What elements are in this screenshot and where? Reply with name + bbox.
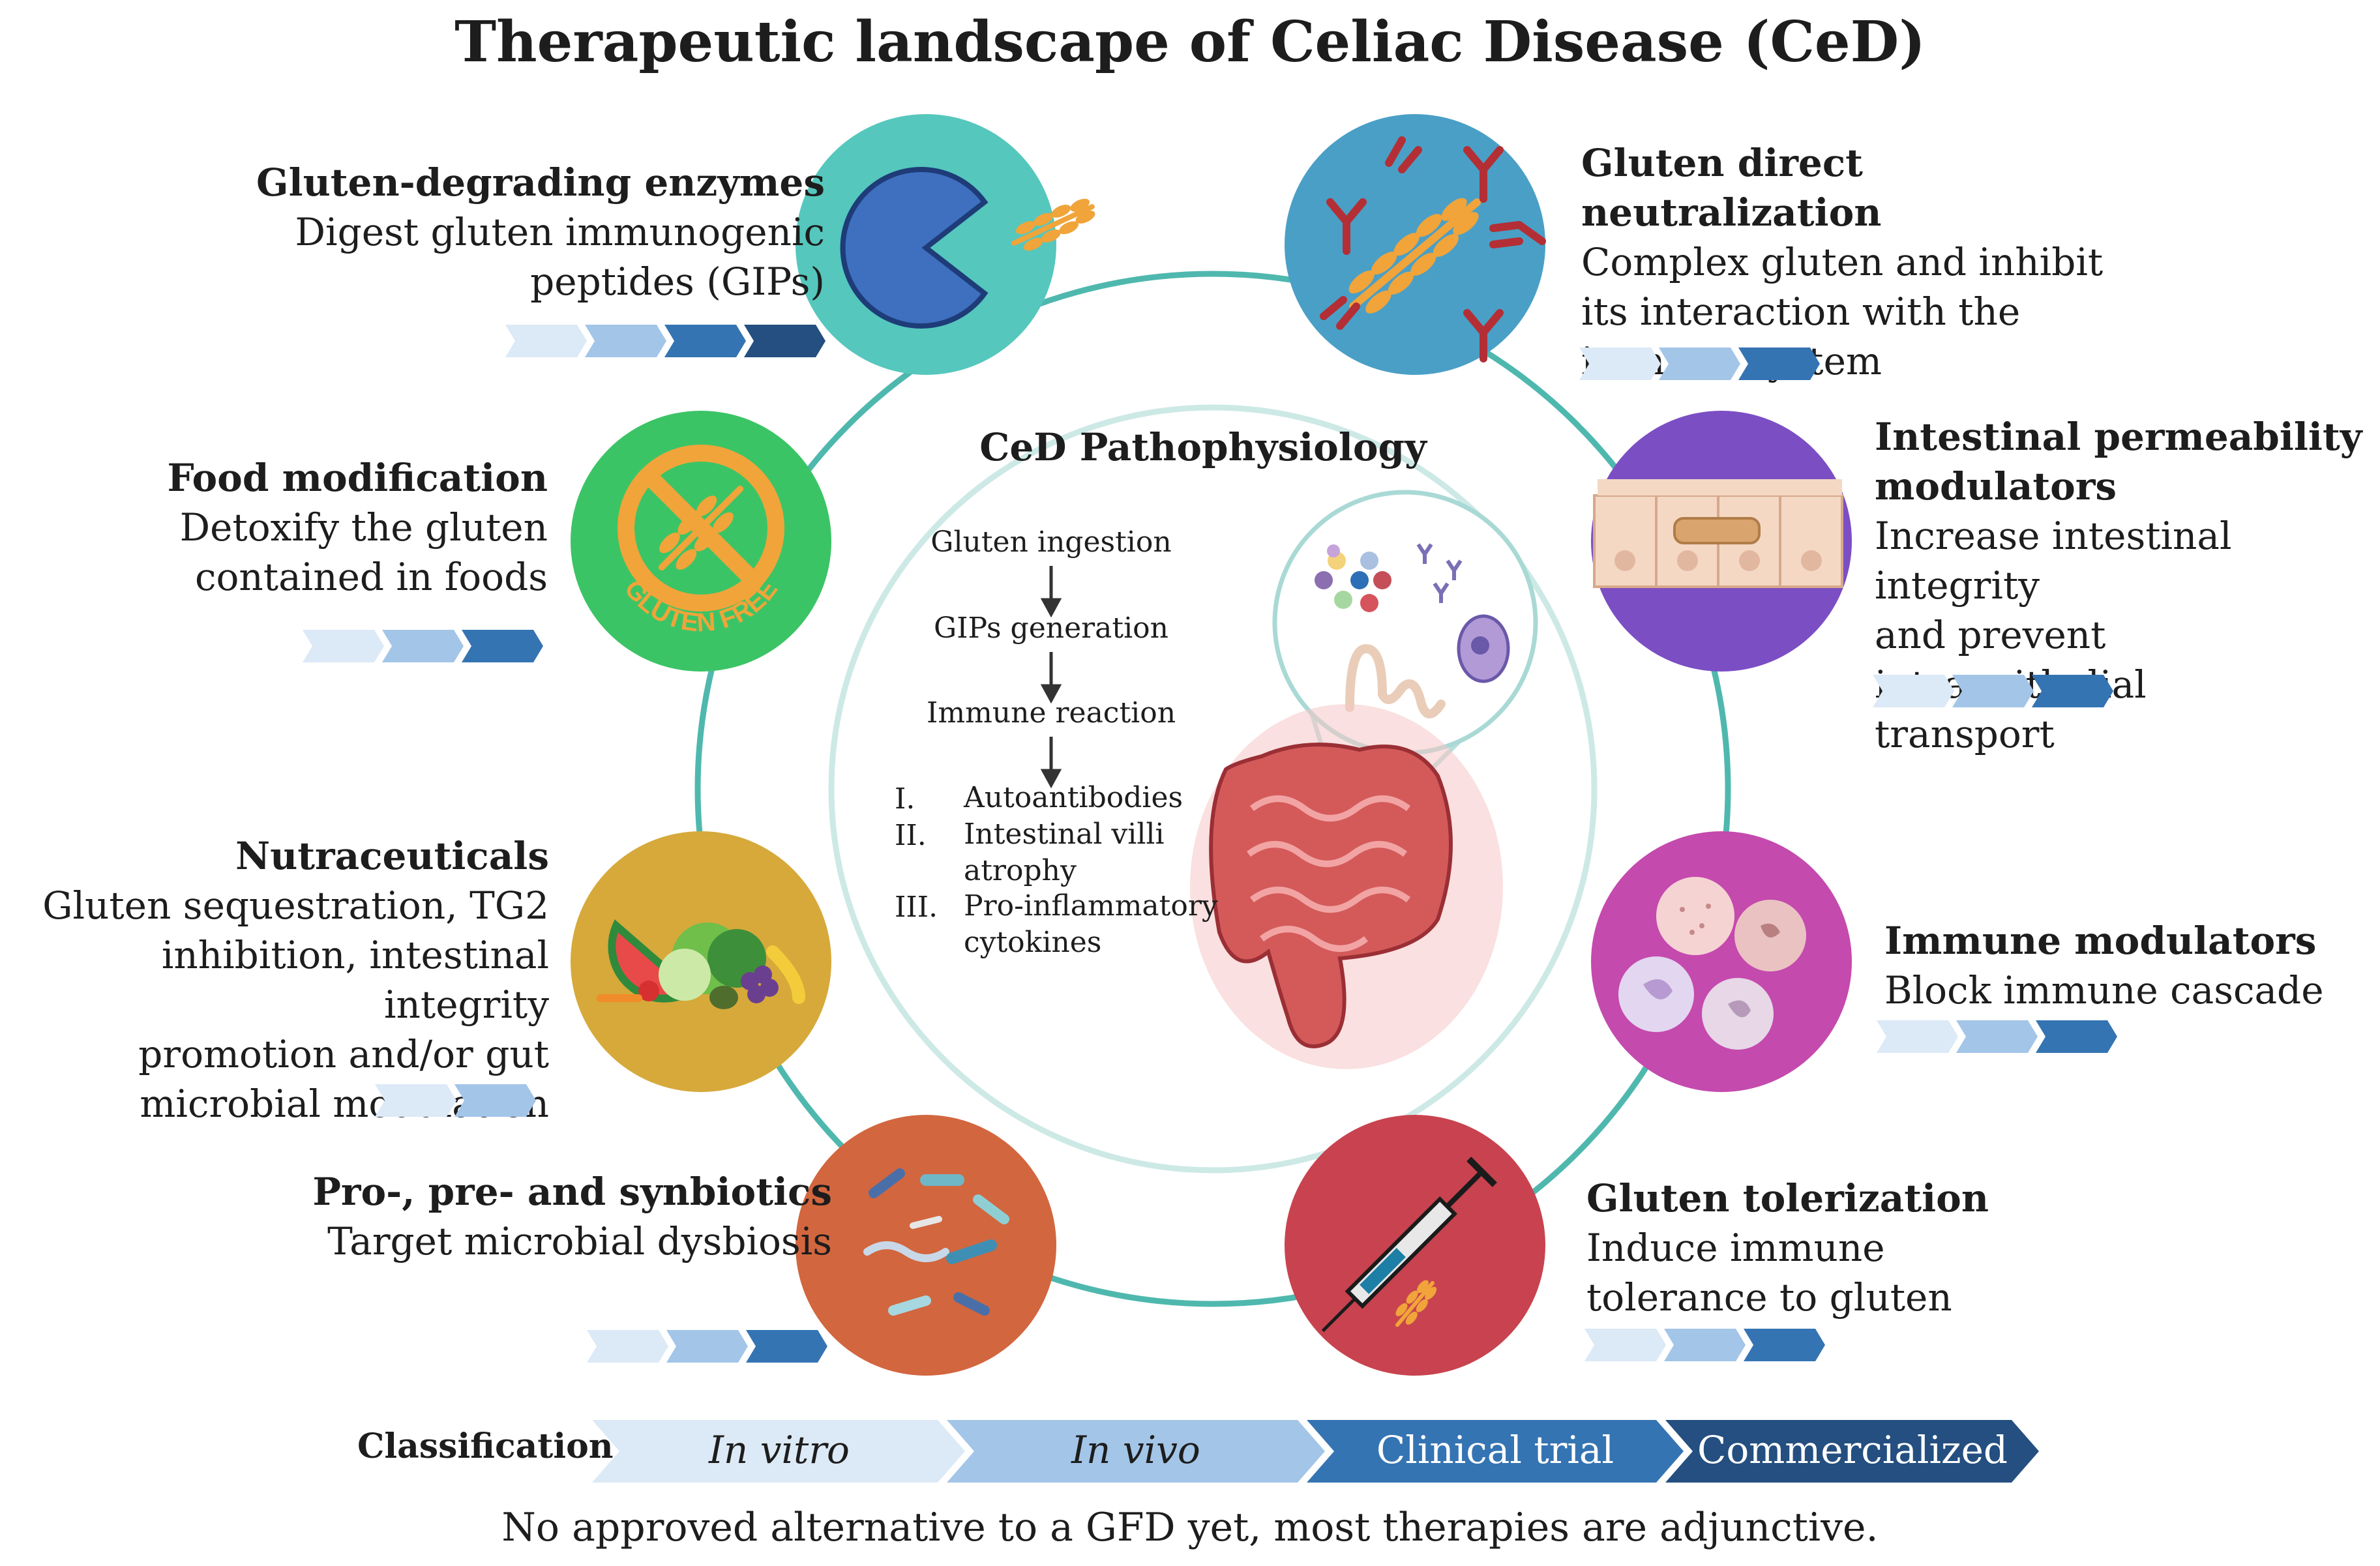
epithelium-icon — [1591, 411, 1852, 672]
therapy-enzymes: Gluten-degrading enzymes Digest gluten i… — [170, 158, 825, 306]
therapy-description-line: inhibition, intestinal integrity — [161, 933, 549, 1027]
therapy-description-line: Block immune cascade — [1884, 968, 2324, 1012]
intestine-icon — [1190, 704, 1503, 1069]
fruits-icon — [571, 831, 831, 1092]
inner-ring — [828, 404, 1598, 1174]
stage-indicator-tolerization — [1584, 1329, 1832, 1364]
outcome-text-line: Pro-inflammatory — [964, 889, 1218, 923]
pathophysiology-arrows — [1040, 566, 1062, 789]
gluten-free-icon — [571, 411, 831, 672]
therapy-title: Food modification — [167, 456, 548, 500]
pathophysiology-title: CeD Pathophysiology — [979, 425, 1427, 469]
stage-indicator-neutralization — [1579, 347, 1827, 383]
outcome-number: I. — [895, 782, 915, 816]
stage-label-clinical-trial: Clinical trial — [1376, 1428, 1614, 1472]
pathophysiology-step: GIPs generation — [934, 612, 1168, 645]
pathophysiology-step: Gluten ingestion — [930, 525, 1172, 559]
therapy-title: Gluten-degrading enzymes — [256, 160, 825, 205]
therapy-title: Gluten tolerization — [1586, 1176, 1989, 1220]
outcome-number: III. — [895, 891, 938, 924]
therapy-description-line: Induce immune — [1586, 1226, 1885, 1270]
therapy-title: Gluten direct neutralization — [1581, 141, 1882, 235]
stage-indicator-immune — [1877, 1020, 2124, 1056]
therapy-description-line: promotion and/or gut — [138, 1032, 549, 1076]
therapy-description-line: Increase intestinal integrity — [1875, 514, 2232, 608]
therapy-title: Immune modulators — [1884, 919, 2317, 963]
therapy-description-line: Gluten sequestration, TG2 — [42, 883, 549, 928]
gluten-free-label: GLUTEN FREE — [619, 574, 783, 637]
therapy-description-line: Digest gluten immunogenic — [295, 210, 825, 254]
therapy-probiotics: Pro-, pre- and synbiotics Target microbi… — [261, 1167, 832, 1266]
pathophysiology-step: Immune reaction — [926, 696, 1176, 730]
stage-indicator-permeability — [1873, 675, 2120, 710]
outcome-text-line: Intestinal villi — [964, 818, 1165, 851]
syringe-icon — [1285, 1115, 1545, 1376]
therapy-title-line: Intestinal permeability — [1875, 415, 2362, 459]
immune-cells-icon — [1591, 831, 1852, 1092]
therapy-description-line: Detoxify the gluten — [179, 505, 548, 550]
stage-label-in-vivo: In vivo — [1071, 1428, 1200, 1472]
gluten-free-badge-text: GLUTEN FREE — [619, 574, 783, 637]
stage-label-commercialized: Commercialized — [1697, 1428, 2008, 1472]
therapy-description-line: contained in foods — [195, 555, 548, 599]
outcome-text-line: atrophy — [964, 854, 1077, 887]
outcome-text: Autoantibodies — [964, 781, 1183, 814]
stage-indicator-nutraceuticals — [375, 1084, 544, 1119]
stage-label-in-vitro: In vitro — [709, 1428, 850, 1472]
stage-indicator-probiotics — [587, 1330, 835, 1365]
therapy-food: Food modification Detoxify the gluten co… — [156, 453, 548, 602]
therapy-description-line: its interaction with the — [1581, 289, 2021, 334]
classification-label: Classification — [357, 1426, 614, 1466]
svg-text:GLUTEN FREE: GLUTEN FREE — [619, 574, 783, 637]
bacteria-icon — [796, 1115, 1056, 1376]
page-title: Therapeutic landscape of Celiac Disease … — [454, 9, 1926, 75]
antibody-icon — [1285, 114, 1546, 375]
therapy-title: Nutraceuticals — [235, 834, 549, 878]
therapy-description-line: tolerance to gluten — [1586, 1275, 1952, 1320]
therapy-description-line: peptides (GIPs) — [530, 259, 825, 304]
therapy-title-line: modulators — [1875, 464, 2117, 509]
footer-note: No approved alternative to a GFD yet, mo… — [501, 1505, 1879, 1550]
pacman-icon — [796, 114, 1095, 375]
therapy-description-line: Complex gluten and inhibit — [1581, 240, 2104, 284]
therapy-title: Pro-, pre- and synbiotics — [312, 1170, 832, 1214]
outcome-text-line: cytokines — [964, 926, 1102, 959]
classification-band — [592, 1420, 2039, 1483]
stage-indicator-food — [303, 630, 550, 665]
therapy-description-line: Target microbial dysbiosis — [327, 1219, 832, 1263]
therapy-immune: Immune modulators Block immune cascade — [1884, 916, 2367, 1015]
outcome-number: II. — [895, 819, 927, 852]
outer-ring — [694, 271, 1731, 1307]
stage-indicator-enzymes — [505, 325, 831, 360]
therapy-description-line: transport — [1875, 712, 2055, 756]
therapy-nutraceuticals: Nutraceuticals Gluten sequestration, TG2… — [0, 831, 549, 1129]
therapy-tolerization: Gluten tolerization Induce immune tolera… — [1586, 1174, 2108, 1322]
